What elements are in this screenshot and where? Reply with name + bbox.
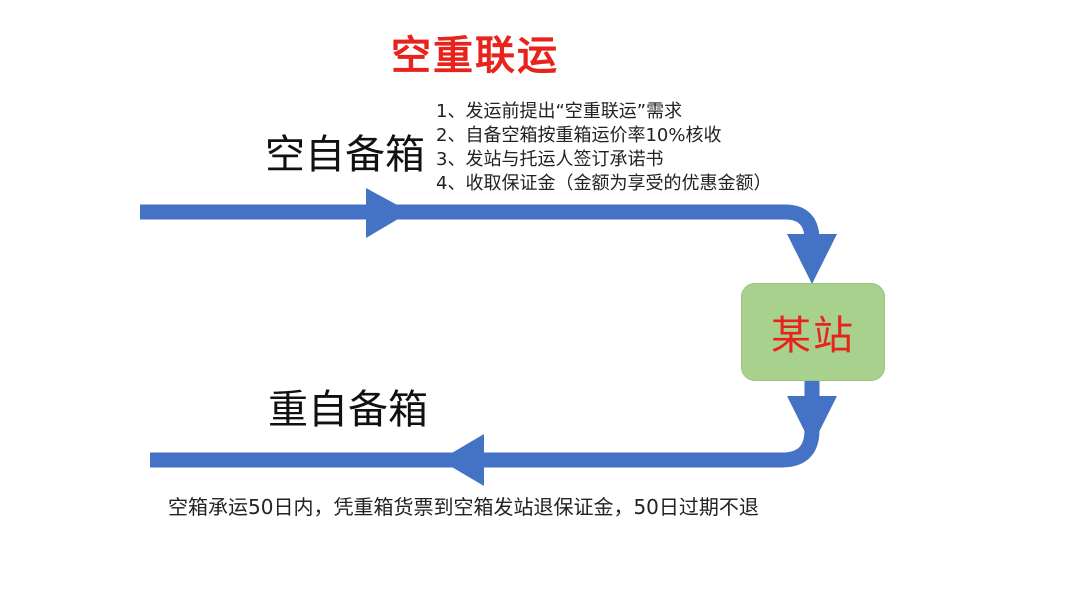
top-flow-arrowhead <box>366 188 410 238</box>
station-entry-arrowhead <box>787 234 837 284</box>
station-box: 某站 <box>741 283 885 381</box>
procedure-steps: 1、发运前提出“空重联运”需求 2、自备空箱按重箱运价率10%核收 3、发站与托… <box>436 100 796 196</box>
step-item: 1、发运前提出“空重联运”需求 <box>436 101 683 122</box>
empty-container-label: 空自备箱 <box>265 132 425 178</box>
station-label: 某站 <box>771 313 855 359</box>
step-item: 4、收取保证金（金额为享受的优惠金额） <box>436 173 772 194</box>
bottom-flow-arrowhead <box>440 434 484 486</box>
step-item: 3、发站与托运人签订承诺书 <box>436 149 664 170</box>
station-exit-arrowhead <box>787 396 837 446</box>
refund-note: 空箱承运50日内，凭重箱货票到空箱发站退保证金，50日过期不退 <box>168 495 759 519</box>
top-flow-line <box>140 204 820 262</box>
loaded-container-label: 重自备箱 <box>268 387 428 433</box>
step-item: 2、自备空箱按重箱运价率10%核收 <box>436 125 722 146</box>
diagram-title: 空重联运 <box>391 33 559 79</box>
